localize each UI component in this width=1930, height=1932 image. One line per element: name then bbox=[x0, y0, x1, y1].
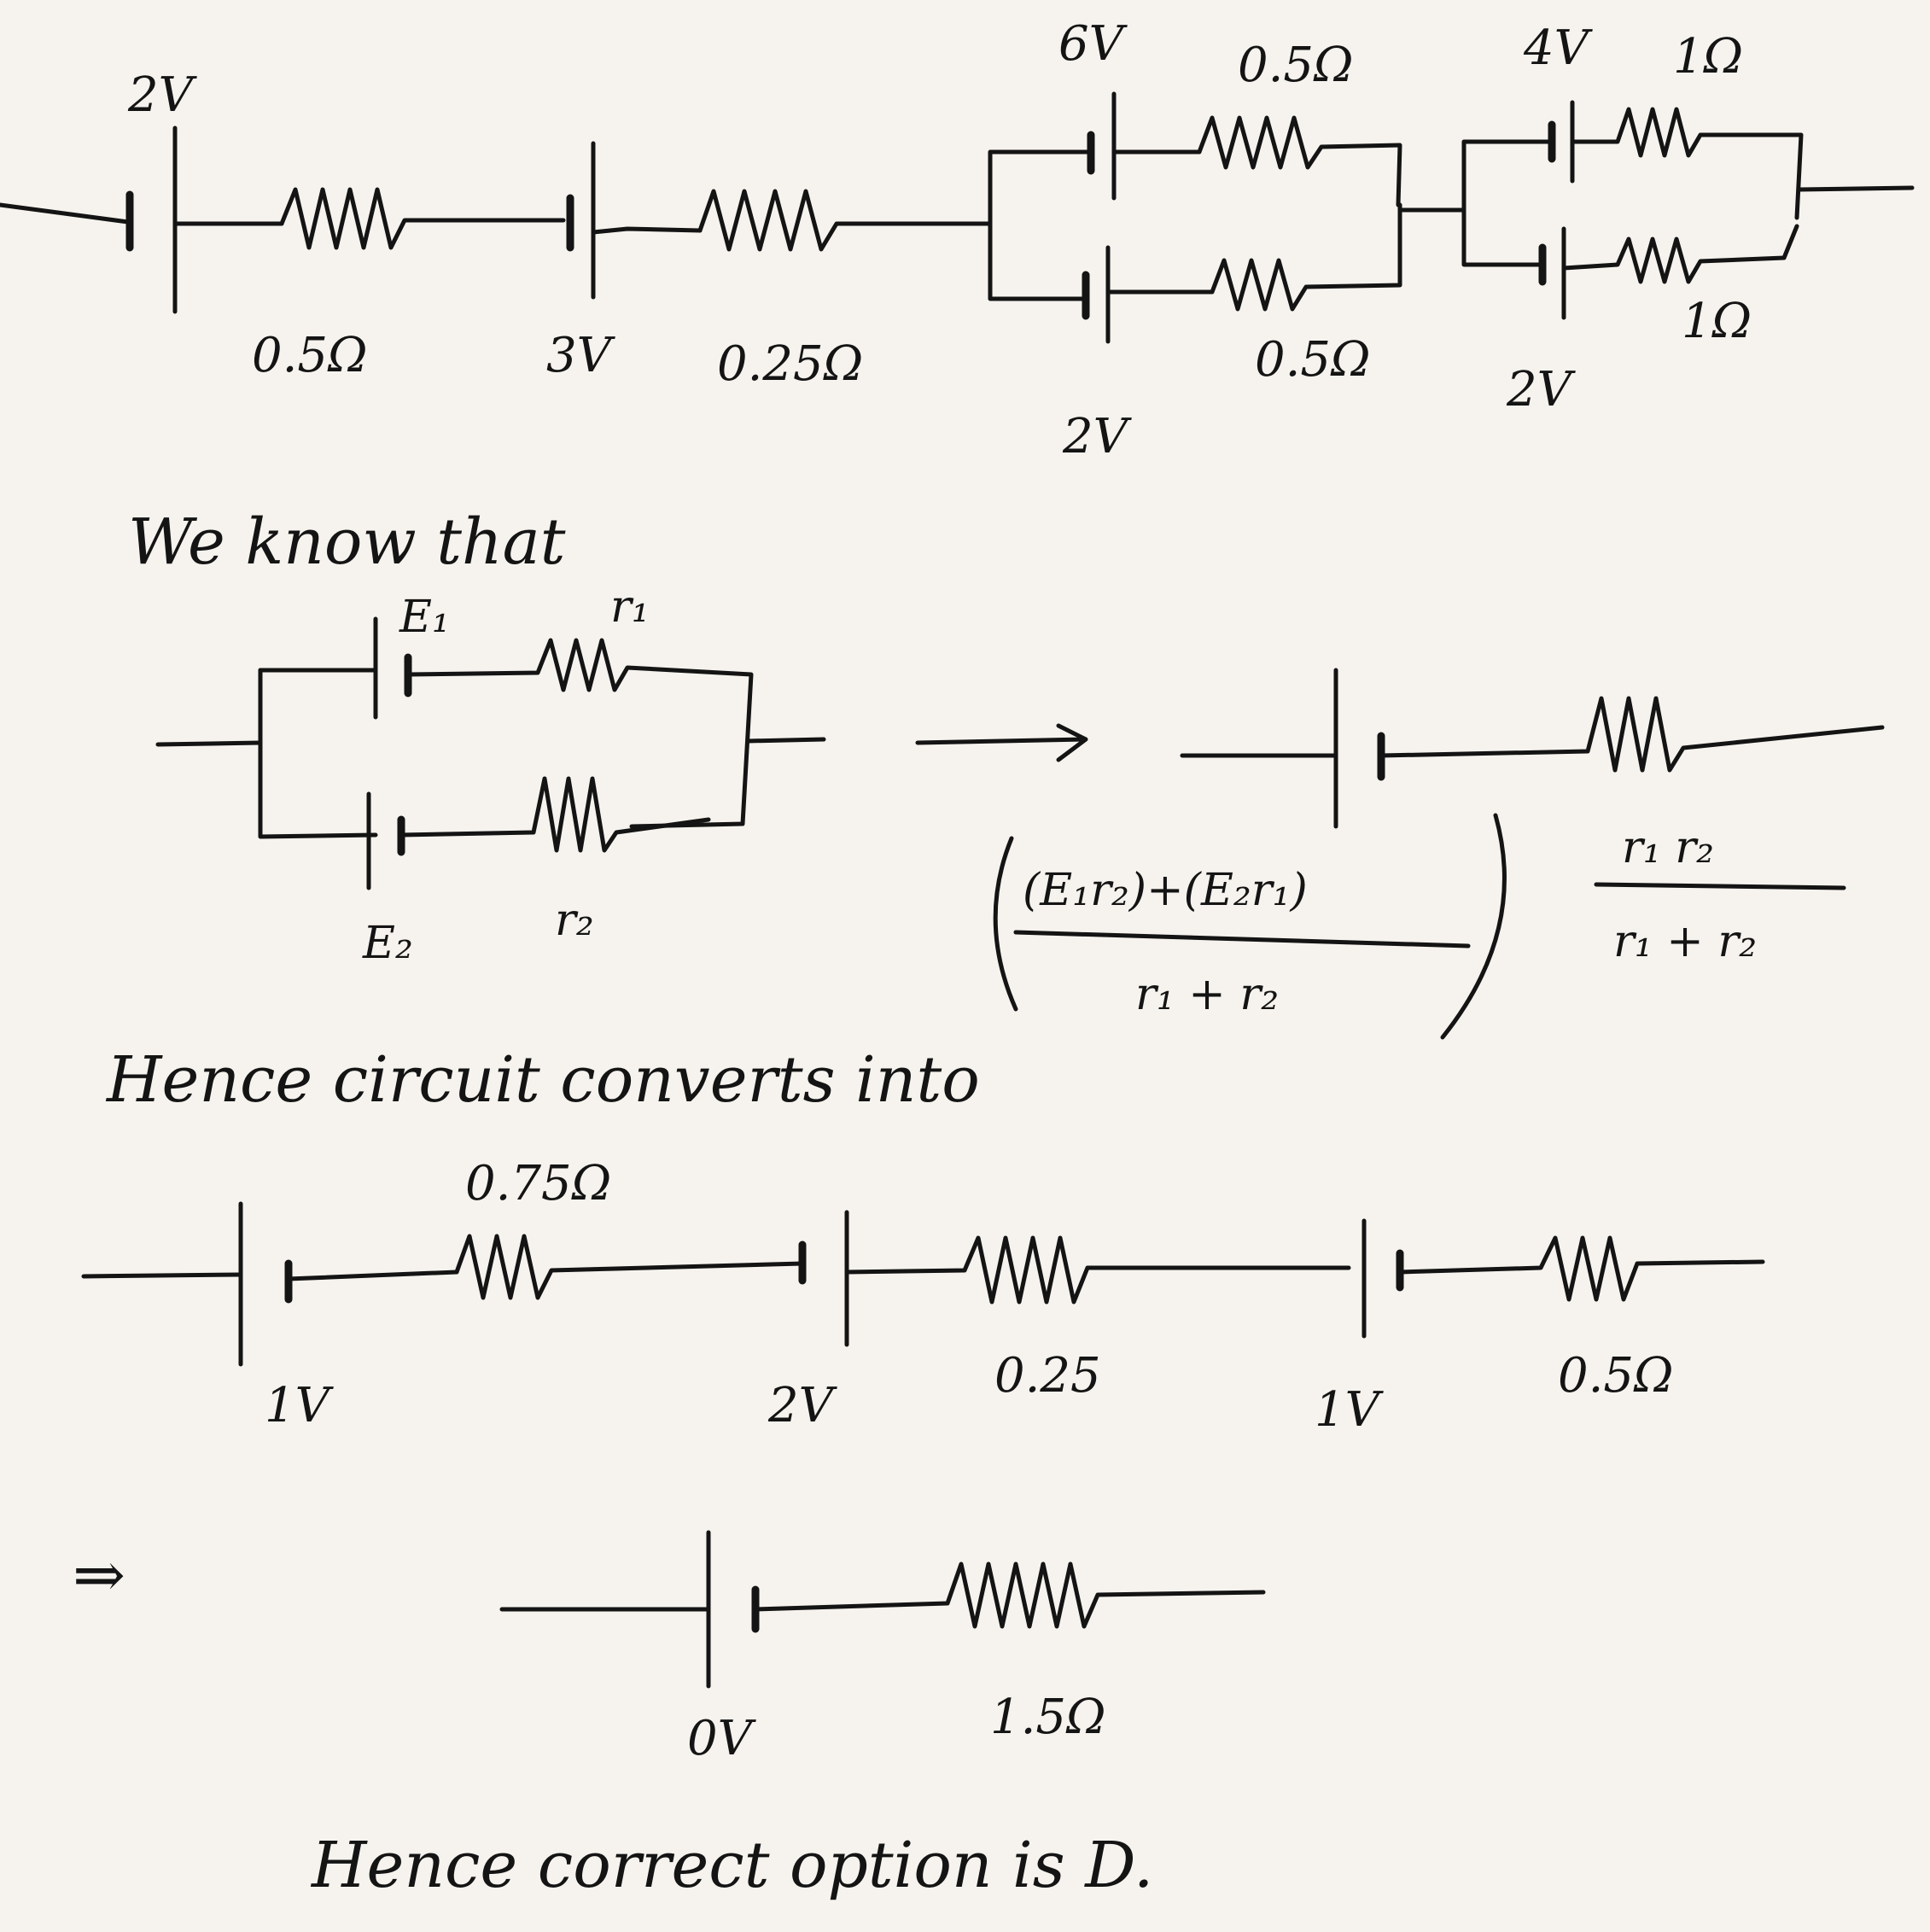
label-cell3-emf: 1V bbox=[1315, 1382, 1385, 1438]
resistor-top-b bbox=[1570, 107, 1804, 220]
resistor-bottom-b bbox=[1561, 224, 1799, 284]
resistor-bottom-a bbox=[1105, 202, 1402, 312]
bracket-left bbox=[993, 836, 1018, 1012]
label-cell2-emf: 3V bbox=[546, 328, 616, 383]
label-resistor-0-25: 0.25 bbox=[994, 1348, 1101, 1404]
label-parallel-a-bottom-r: 0.5Ω bbox=[1255, 332, 1371, 388]
wire bbox=[1461, 207, 1543, 267]
resistor-0-75 bbox=[286, 1234, 805, 1300]
wire bbox=[258, 668, 378, 839]
label-resistor2: 0.25Ω bbox=[717, 336, 863, 392]
label-resistor: 1.5Ω bbox=[990, 1690, 1106, 1745]
wire bbox=[81, 1272, 243, 1279]
heading-hence-circuit: Hence circuit converts into bbox=[105, 1043, 980, 1117]
label-parallel-b-bottom-emf: 2V bbox=[1506, 362, 1577, 417]
eq-emf-fraction-bar bbox=[1013, 930, 1471, 948]
eq-emf-denominator: r₁ + r₂ bbox=[1135, 969, 1279, 1020]
resistor-r2 bbox=[399, 776, 711, 853]
conclusion-text: Hence correct option is D. bbox=[310, 1829, 1153, 1902]
label-cell2-emf: 2V bbox=[767, 1378, 838, 1433]
wire bbox=[1797, 185, 1915, 192]
label-parallel-b-top-r: 1Ω bbox=[1673, 29, 1743, 85]
bracket-right bbox=[1440, 813, 1507, 1040]
label-parallel-b-bottom-r: 1Ω bbox=[1682, 294, 1752, 349]
eq-r-numerator: r₁ r₂ bbox=[1622, 822, 1714, 873]
resistor-r1 bbox=[405, 638, 754, 829]
resistor-0-25 bbox=[697, 189, 993, 252]
wire bbox=[745, 737, 826, 744]
eq-r-fraction-bar bbox=[1594, 882, 1846, 890]
resistor-0-5 bbox=[1397, 1235, 1765, 1302]
heading-we-know-that: We know that bbox=[128, 505, 566, 579]
circuit-final: 0V 1.5Ω bbox=[499, 1530, 1266, 1766]
resistor-eq bbox=[1379, 696, 1885, 773]
label-resistor-0-75: 0.75Ω bbox=[465, 1156, 611, 1211]
eq-r-denominator: r₁ + r₂ bbox=[1613, 916, 1757, 967]
resistor-0-25 bbox=[844, 1235, 1351, 1305]
label-cell1-emf: 2V bbox=[127, 67, 198, 123]
wire bbox=[591, 226, 703, 235]
resistor-1-5 bbox=[753, 1561, 1266, 1629]
resistor-top-a bbox=[1111, 115, 1402, 207]
wire bbox=[1461, 139, 1552, 213]
implies-symbol: ⇒ bbox=[73, 1538, 125, 1612]
wire bbox=[988, 149, 1091, 226]
label-cell-emf: 0V bbox=[687, 1711, 757, 1766]
arrow-converts bbox=[915, 723, 1088, 762]
eq-emf-numerator: (E₁r₂)+(E₂r₁) bbox=[1023, 865, 1308, 916]
label-resistor-0-5: 0.5Ω bbox=[1558, 1348, 1674, 1404]
wire bbox=[0, 202, 131, 225]
label-parallel-a-top-emf: 6V bbox=[1058, 16, 1128, 72]
label-parallel-a-bottom-emf: 2V bbox=[1062, 409, 1133, 464]
circuit-original: 2V 0.5Ω 3V 0.25Ω 6V 0.5Ω 2V 0.5Ω 4V 1Ω 2… bbox=[0, 16, 1915, 464]
label-resistor1: 0.5Ω bbox=[252, 328, 368, 383]
wire bbox=[155, 740, 263, 747]
circuit-reduced: 0.75Ω 1V 2V 0.25 1V 0.5Ω bbox=[81, 1156, 1765, 1438]
label-parallel-b-top-emf: 4V bbox=[1523, 20, 1594, 76]
label-r1: r₁ bbox=[610, 581, 650, 633]
resistor-0-5 bbox=[279, 187, 566, 250]
label-r2: r₂ bbox=[555, 895, 594, 946]
label-parallel-a-top-r: 0.5Ω bbox=[1238, 38, 1354, 93]
label-e2: E₂ bbox=[362, 918, 413, 969]
wire bbox=[988, 221, 1087, 301]
parallel-cells-formula: E₁ r₁ E₂ r₂ (E₁r₂)+(E₂r₁) r₁ + r₂ r₁ r₂ … bbox=[155, 581, 1885, 1040]
label-e1: E₁ bbox=[399, 592, 450, 643]
label-cell1-emf: 1V bbox=[265, 1378, 335, 1433]
